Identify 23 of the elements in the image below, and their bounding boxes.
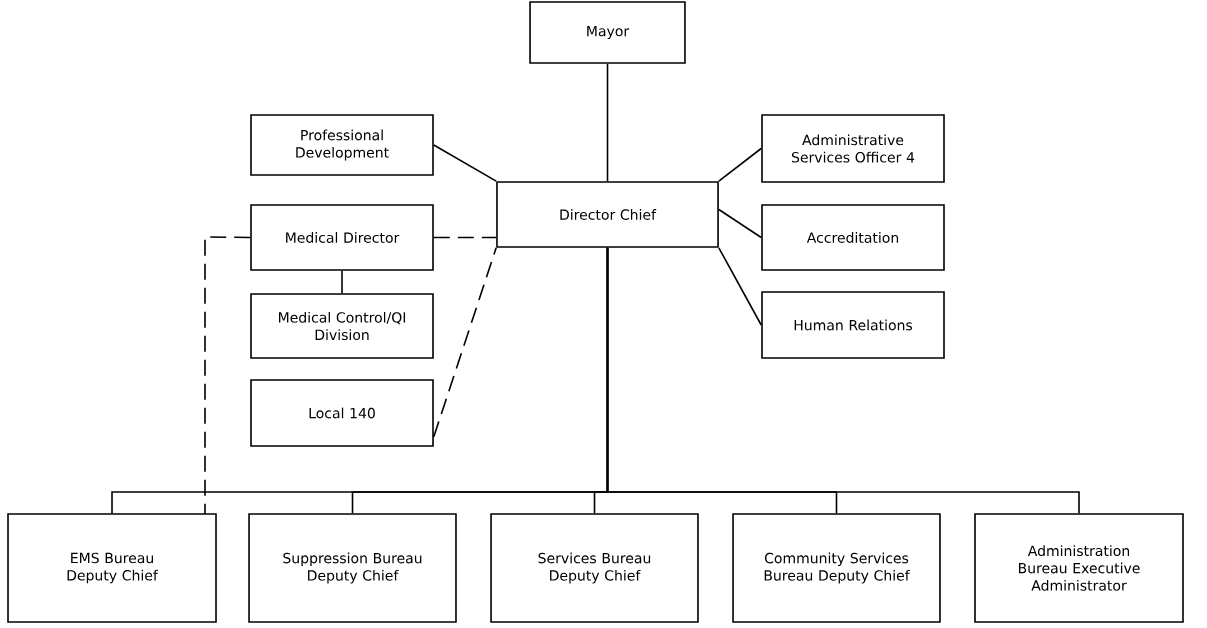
- org-box: Community Services Bureau Deputy Chief: [732, 513, 941, 623]
- connector-line: [606, 247, 1080, 514]
- org-box: Medical Control/QI Division: [250, 293, 434, 359]
- org-box: Professional Development: [250, 114, 434, 176]
- org-box: Suppression Bureau Deputy Chief: [248, 513, 457, 623]
- org-box: Accreditation: [761, 204, 945, 271]
- connector-line: [433, 144, 497, 182]
- org-box: Administration Bureau Executive Administrator: [974, 513, 1184, 623]
- connector-line: [606, 63, 609, 182]
- org-box: Director Chief: [496, 181, 719, 248]
- connector-line: [718, 147, 762, 182]
- connector-line: [718, 247, 762, 326]
- org-box: Services Bureau Deputy Chief: [490, 513, 699, 623]
- connector-line: [718, 208, 762, 239]
- org-box: Local 140: [250, 379, 434, 447]
- connector-line: [433, 236, 497, 239]
- org-box: Administrative Services Officer 4: [761, 114, 945, 183]
- org-box: EMS Bureau Deputy Chief: [7, 513, 217, 623]
- connector-line: [341, 270, 343, 294]
- org-box: Medical Director: [250, 204, 434, 271]
- connector-line: [204, 236, 251, 515]
- org-box: Mayor: [529, 1, 686, 64]
- org-box: Human Relations: [761, 291, 945, 359]
